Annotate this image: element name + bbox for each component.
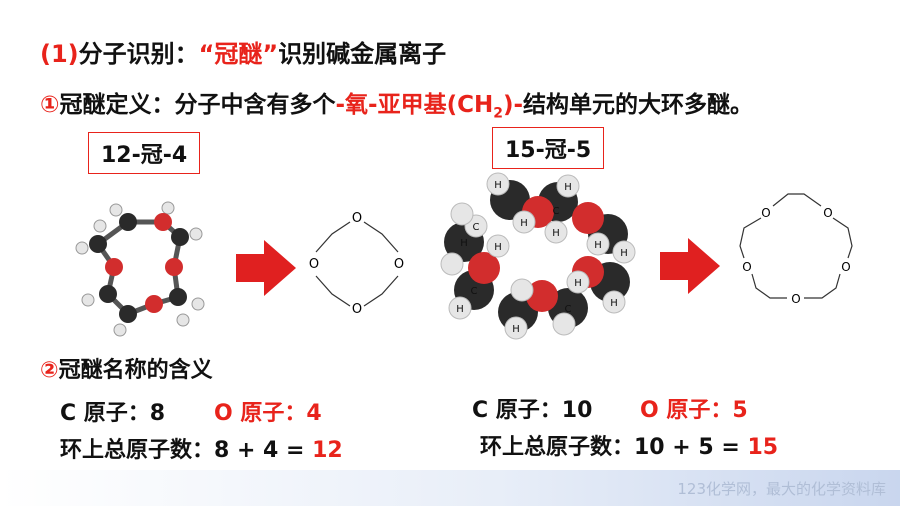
model-atom-label: C <box>565 304 572 315</box>
definition-subscript: 2 <box>493 105 503 122</box>
label-12-crown-4: 12-冠-4 <box>88 132 201 174</box>
section-2-marker: ② <box>40 358 59 383</box>
ring-atom: O <box>761 206 770 220</box>
ring-atom: O <box>352 211 362 226</box>
model-atom-label: H <box>564 182 572 193</box>
model-atom-label: C <box>471 286 478 297</box>
structure-15-crown-5: O O O O O <box>739 193 853 306</box>
model-atom-label: H <box>494 180 502 191</box>
c-count-15: C 原子：10 <box>472 398 593 423</box>
definition-marker: ① <box>40 92 60 118</box>
arrow-right-icon <box>236 240 296 296</box>
title-suffix: 识别碱金属离子 <box>278 40 447 68</box>
label-15-crown-5: 15-冠-5 <box>492 127 605 169</box>
ring-atom: O <box>309 257 319 272</box>
definition-line: ①冠醚定义：分子中含有多个-氧-亚甲基(CH2)-结构单元的大环多醚。 <box>40 85 753 122</box>
model-atom-label: C <box>473 222 480 233</box>
model-atom-label: H <box>610 298 618 309</box>
model-atom-label: H <box>460 238 468 249</box>
model-atom-label: H <box>594 240 602 251</box>
c-count-12: C 原子：8 <box>60 401 166 426</box>
definition-text-after: 结构单元的大环多醚。 <box>523 92 754 118</box>
total-line-15: 环上总原子数：10 + 5 = 15 <box>480 435 779 460</box>
definition-text: 冠醚定义：分子中含有多个 <box>59 92 336 118</box>
ring-atom: O <box>742 260 751 274</box>
model-atom-label: H <box>552 228 560 239</box>
slide-title: (1)分子识别：“冠醚”识别碱金属离子 <box>40 34 446 69</box>
model-atom-label: H <box>494 242 502 253</box>
section-2-heading: ②冠醚名称的含义 <box>40 352 213 384</box>
section-2-text: 冠醚名称的含义 <box>58 358 213 383</box>
total-value-15: 15 <box>747 435 779 460</box>
footer-band <box>0 470 900 506</box>
model-atom-label: H <box>520 218 528 229</box>
arrow-right-icon <box>660 238 720 294</box>
structure-12-crown-4: O O O O <box>309 211 404 317</box>
definition-highlight: -氧-亚甲基(CH <box>335 92 494 118</box>
model-atom-label: H <box>456 304 464 315</box>
title-number: (1) <box>40 40 79 68</box>
o-count-12: O 原子：4 <box>214 401 322 426</box>
definition-highlight-end: )- <box>502 92 524 118</box>
ring-atom: O <box>823 206 832 220</box>
model-12-crown-4 <box>75 201 205 337</box>
total-line-12: 环上总原子数：8 + 4 = 12 <box>60 438 343 463</box>
model-atom-label: H <box>512 324 520 335</box>
watermark: 123化学网，最大的化学资料库 <box>677 480 886 498</box>
o-count-15: O 原子：5 <box>640 398 748 423</box>
model-atom-label: C <box>553 206 560 217</box>
ring-atom: O <box>841 260 850 274</box>
ring-atom: O <box>394 257 404 272</box>
ring-atom: O <box>352 302 362 317</box>
model-15-crown-5: H H H C H H H H C H H C H H C H <box>440 172 636 340</box>
title-term: “冠醚” <box>198 40 279 68</box>
model-atom-label: H <box>620 248 628 259</box>
total-value-12: 12 <box>312 438 343 463</box>
title-text: 分子识别： <box>78 40 199 68</box>
ring-atom: O <box>791 292 800 306</box>
model-atom-label: H <box>574 278 582 289</box>
